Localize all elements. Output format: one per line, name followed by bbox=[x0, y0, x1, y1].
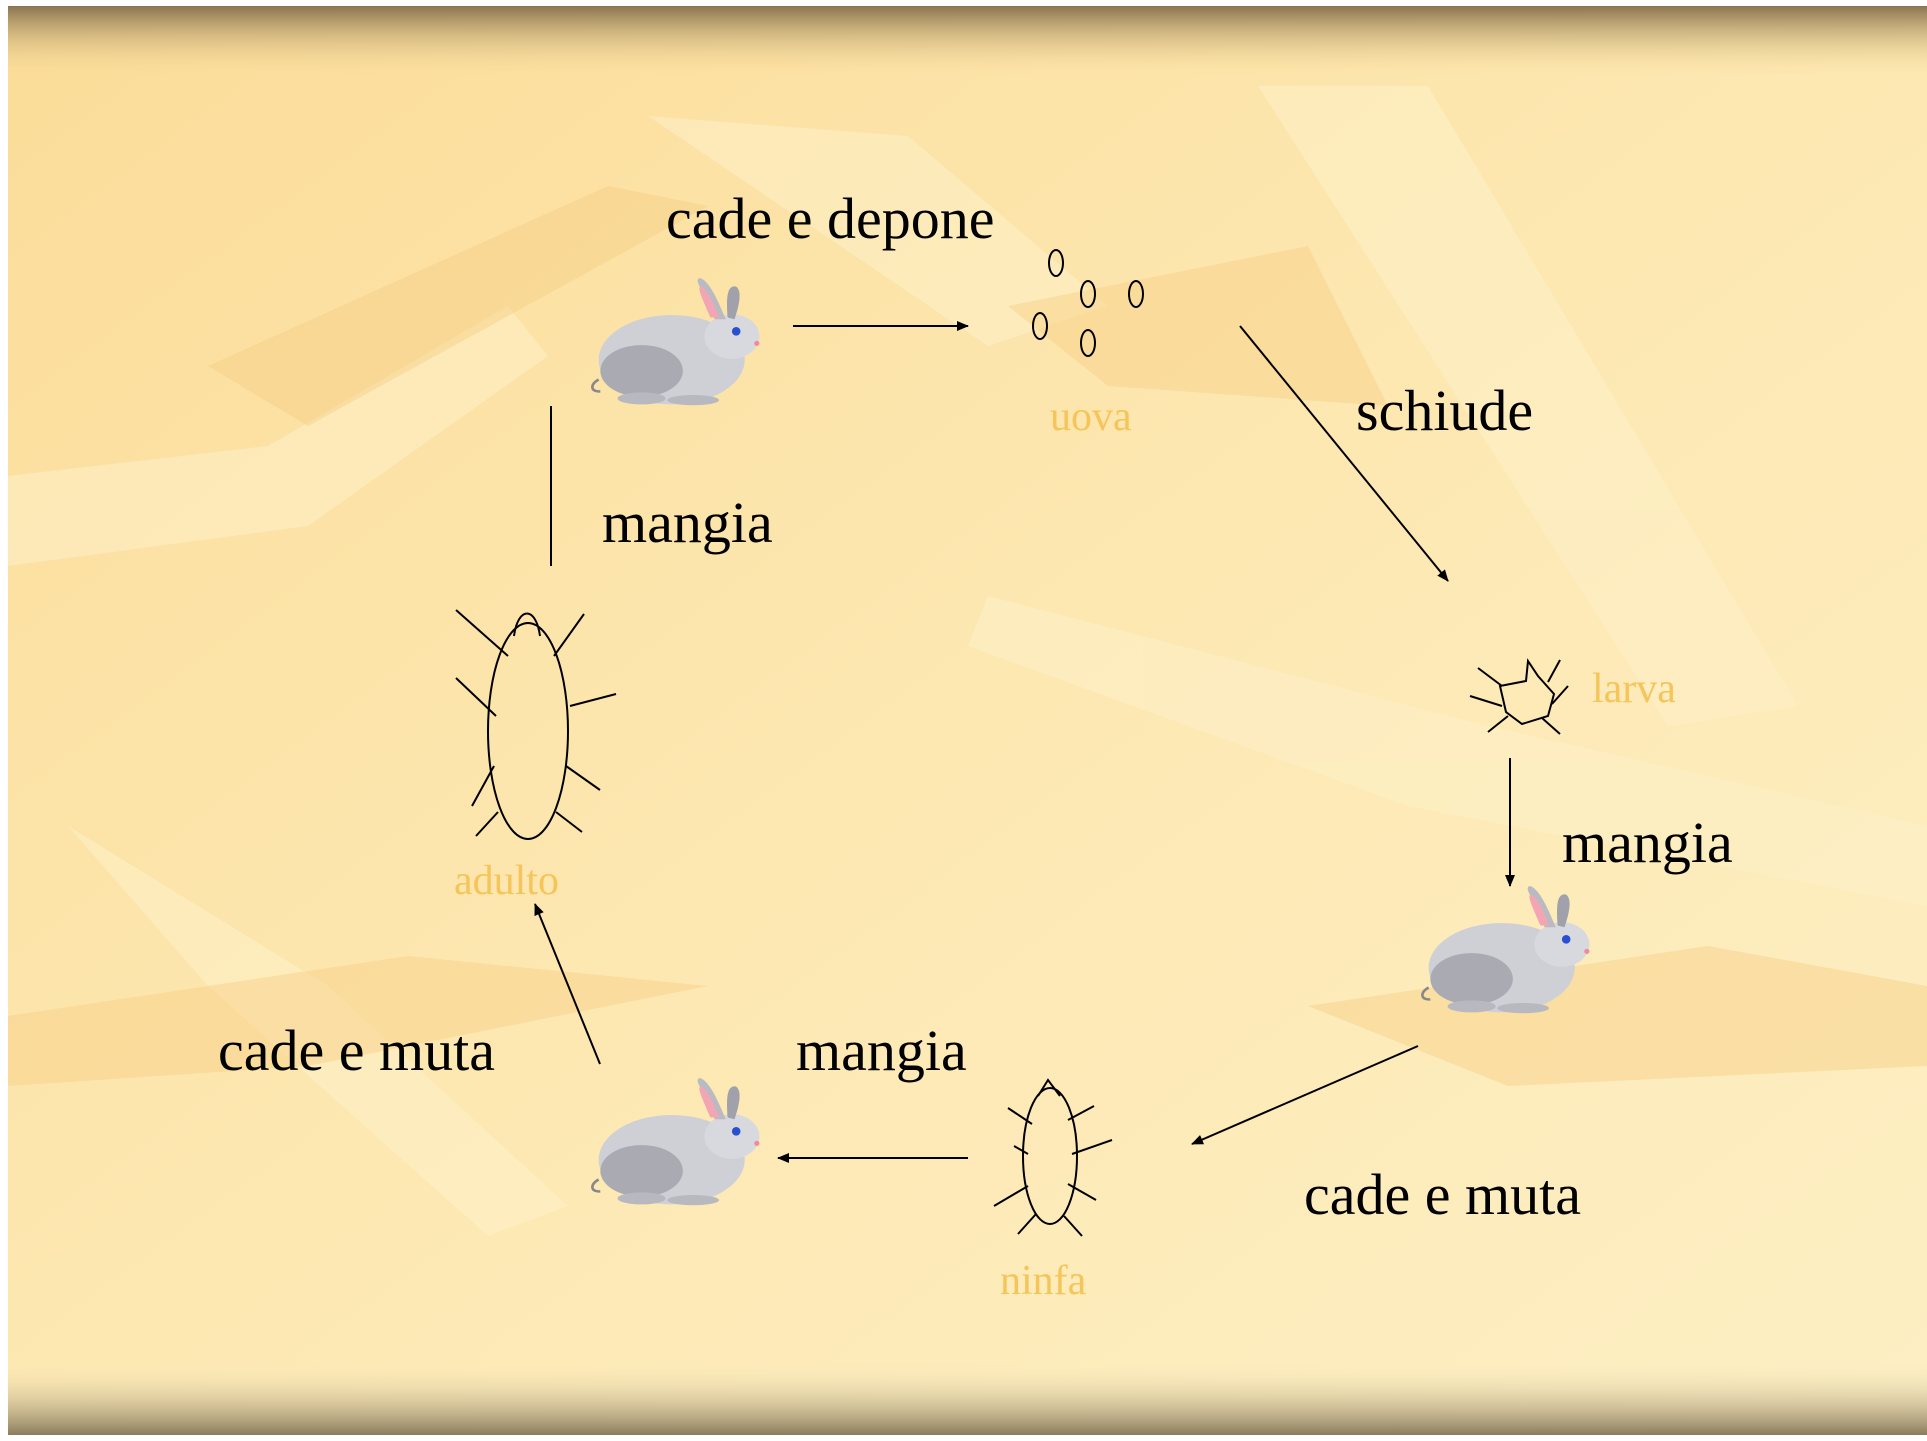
label-cade-e-muta-right: cade e muta bbox=[1304, 1162, 1581, 1227]
label-schiude: schiude bbox=[1356, 378, 1534, 443]
background-and-diagram bbox=[8, 6, 1927, 1435]
stage-label-ninfa: ninfa bbox=[1000, 1258, 1087, 1304]
label-mangia-top: mangia bbox=[602, 490, 773, 555]
stage-label-uova: uova bbox=[1050, 394, 1132, 440]
stage-label-adulto: adulto bbox=[454, 858, 559, 904]
adult-tick-icon bbox=[455, 609, 617, 840]
label-mangia-right: mangia bbox=[1562, 810, 1733, 875]
stage-label-larva: larva bbox=[1592, 666, 1676, 712]
label-cade-e-muta-left: cade e muta bbox=[218, 1018, 495, 1083]
larva-tick-icon bbox=[1469, 658, 1569, 735]
slide: cade e depone schiude mangia mangia mang… bbox=[8, 6, 1927, 1435]
label-mangia-bottom: mangia bbox=[796, 1018, 967, 1083]
arrow-schiude bbox=[1239, 325, 1449, 582]
label-cade-e-depone: cade e depone bbox=[666, 186, 995, 251]
arrow-muta-to-nymph bbox=[1191, 1045, 1419, 1145]
nymph-tick-icon bbox=[993, 1078, 1113, 1237]
arrow-muta-to-adult bbox=[534, 903, 601, 1065]
eggs-icon bbox=[1032, 249, 1144, 357]
